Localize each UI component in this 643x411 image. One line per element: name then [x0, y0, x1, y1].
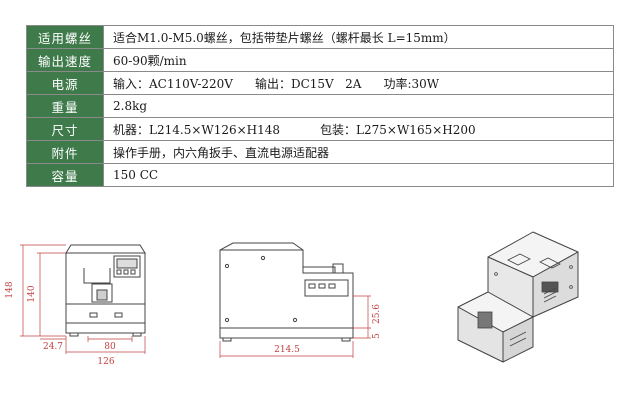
spec-row-power: 电源 输入：AC110V-220V 输出：DC15V 2A 功率:30W [26, 71, 614, 95]
spec-row-capacity: 容量 150 CC [26, 163, 614, 187]
side-view-drawing: 214.5 25.6 5 [219, 242, 382, 358]
front-dim-width: 126 [97, 357, 114, 367]
side-dim-length: 214.5 [274, 345, 300, 355]
spec-value-size: 机器：L214.5×W126×H148 包装：L275×W165×H200 [103, 117, 614, 141]
front-view-drawing: 148 140 24.7 80 126 [5, 244, 146, 367]
spec-value-weight: 2.8kg [103, 94, 614, 118]
spec-value-capacity: 150 CC [103, 163, 614, 187]
spec-label-size: 尺寸 [26, 117, 104, 141]
spec-label-speed: 输出速度 [26, 48, 104, 72]
front-dim-inner-width: 80 [104, 342, 116, 352]
spec-value-speed: 60-90颗/min [103, 48, 614, 72]
spec-label-screws: 适用螺丝 [26, 25, 104, 49]
spec-row-size: 尺寸 机器：L214.5×W126×H148 包装：L275×W165×H200 [26, 117, 614, 141]
side-dim-feeder-height: 25.6 [372, 304, 382, 324]
power-wattage: 功率:30W [383, 76, 440, 91]
spec-label-capacity: 容量 [26, 163, 104, 187]
front-dim-offset: 24.7 [43, 342, 63, 352]
isometric-view-image [457, 231, 579, 363]
front-dim-height: 148 [5, 281, 15, 298]
spec-label-power: 电源 [26, 71, 104, 95]
spec-value-power: 输入：AC110V-220V 输出：DC15V 2A 功率:30W [103, 71, 614, 95]
spec-row-speed: 输出速度 60-90颗/min [26, 48, 614, 72]
front-dim-body-height: 140 [27, 285, 37, 302]
size-machine: 机器：L214.5×W126×H148 [113, 122, 281, 137]
spec-table: 适用螺丝 适合M1.0-M5.0螺丝，包括带垫片螺丝（螺杆最长 L=15mm） … [26, 25, 614, 187]
power-output: 输出：DC15V 2A [254, 76, 362, 91]
spec-row-screws: 适用螺丝 适合M1.0-M5.0螺丝，包括带垫片螺丝（螺杆最长 L=15mm） [26, 25, 614, 49]
spec-value-screws: 适合M1.0-M5.0螺丝，包括带垫片螺丝（螺杆最长 L=15mm） [103, 25, 614, 49]
power-input: 输入：AC110V-220V [113, 76, 233, 91]
spec-row-weight: 重量 2.8kg [26, 94, 614, 118]
spec-row-accessories: 附件 操作手册，内六角扳手、直流电源适配器 [26, 140, 614, 164]
size-package: 包装：L275×W165×H200 [320, 122, 476, 137]
spec-label-weight: 重量 [26, 94, 104, 118]
spec-label-accessories: 附件 [26, 140, 104, 164]
side-dim-foot: 5 [372, 333, 382, 339]
spec-value-accessories: 操作手册，内六角扳手、直流电源适配器 [103, 140, 614, 164]
